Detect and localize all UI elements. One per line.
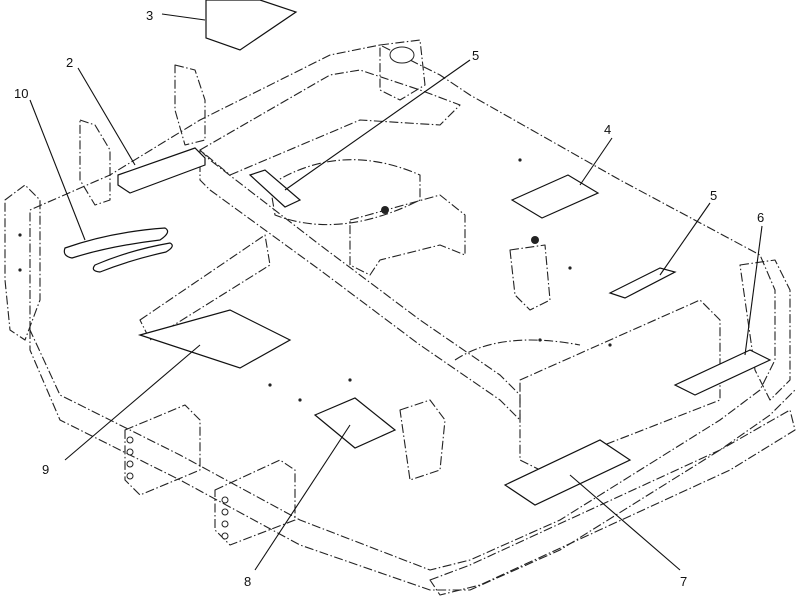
pivot-post-hole — [389, 46, 415, 64]
leader-3 — [161, 13, 206, 21]
callout-4: 4 — [604, 122, 611, 137]
leader-4 — [579, 137, 613, 186]
pivot-bracket — [349, 194, 466, 276]
leader-5b — [659, 202, 711, 276]
rear-pivot-post — [379, 39, 426, 101]
decal-6-shape — [673, 349, 772, 396]
decal-5a-shape — [248, 169, 302, 208]
callout-6: 6 — [757, 210, 764, 225]
right-yoke — [509, 244, 551, 311]
leader-7 — [569, 474, 681, 571]
decal-10b-shape — [92, 242, 173, 273]
callout-8: 8 — [244, 574, 251, 589]
decals — [63, 0, 772, 506]
decal-7-shape — [503, 439, 632, 506]
center-rib — [199, 149, 521, 421]
callout-3: 3 — [146, 8, 153, 23]
callout-10: 10 — [14, 86, 28, 101]
leader-5a — [284, 59, 471, 191]
front-bracket-mid — [214, 459, 296, 546]
left-end-plate — [4, 184, 41, 341]
front-bracket-left — [124, 404, 201, 496]
decal-10-shape — [63, 227, 169, 259]
decal-4-shape — [510, 174, 600, 219]
decal-2-shape — [117, 147, 206, 194]
left-upright-2 — [174, 64, 206, 146]
front-rail — [429, 409, 796, 596]
decal-5b-shape — [608, 267, 677, 299]
callout-5-right: 5 — [710, 188, 717, 203]
leader-8 — [254, 424, 351, 571]
leader-2 — [77, 67, 136, 166]
deck-skirt — [29, 330, 796, 591]
callout-5: 5 — [472, 48, 479, 63]
left-upright — [79, 119, 111, 206]
leader-6 — [744, 225, 763, 356]
callouts: 3 2 10 5 4 5 6 9 8 7 — [14, 8, 764, 589]
leader-lines — [29, 13, 763, 571]
right-end-plate — [739, 259, 791, 401]
callout-2: 2 — [66, 55, 73, 70]
decal-9-shape — [137, 309, 292, 369]
center-spindle-arc — [269, 159, 421, 226]
right-spindle-arc — [454, 339, 581, 361]
leader-10 — [29, 99, 86, 241]
rear-plate — [199, 69, 461, 176]
leader-9 — [64, 344, 201, 461]
decal-8-shape — [313, 397, 397, 449]
decal-3-shape — [205, 0, 298, 51]
callout-9: 9 — [42, 462, 49, 477]
callout-7: 7 — [680, 574, 687, 589]
mower-deck — [4, 39, 796, 596]
deck-holes — [18, 158, 612, 540]
front-bracket-right — [399, 399, 446, 481]
